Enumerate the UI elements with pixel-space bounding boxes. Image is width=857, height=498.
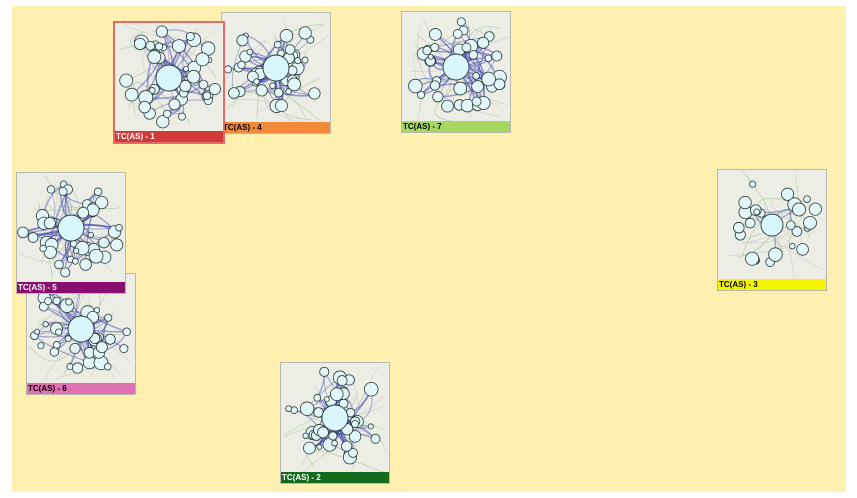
graph-card-label: TC(AS) - 1 (115, 131, 223, 142)
graph-card-label: TC(AS) - 5 (17, 282, 125, 293)
network-graph-thumbnail (402, 12, 510, 122)
network-graph-drawing (17, 173, 125, 283)
network-graph-drawing (115, 23, 223, 133)
network-graph-thumbnail (17, 173, 125, 283)
graph-card-label: TC(AS) - 4 (222, 122, 330, 133)
network-graph-drawing (402, 12, 510, 122)
network-graph-thumbnail (115, 23, 223, 133)
network-graph-drawing (718, 170, 826, 280)
graph-card-tc-as-2[interactable]: TC(AS) - 2 (280, 362, 390, 484)
network-graph-drawing (281, 363, 389, 473)
graph-card-tc-as-4[interactable]: TC(AS) - 4 (221, 12, 331, 134)
network-graph-drawing (222, 13, 330, 123)
graph-card-tc-as-3[interactable]: TC(AS) - 3 (717, 169, 827, 291)
network-graph-thumbnail (222, 13, 330, 123)
workspace-canvas[interactable]: TC(AS) - 6 TC(AS) - 5 TC(AS) - 4 TC(AS) … (12, 6, 846, 492)
graph-card-label: TC(AS) - 7 (402, 121, 510, 132)
graph-card-tc-as-7[interactable]: TC(AS) - 7 (401, 11, 511, 133)
graph-card-label: TC(AS) - 2 (281, 472, 389, 483)
graph-card-tc-as-1[interactable]: TC(AS) - 1 (113, 21, 225, 144)
network-graph-thumbnail (281, 363, 389, 473)
graph-card-label: TC(AS) - 6 (27, 383, 135, 394)
graph-card-label: TC(AS) - 3 (718, 279, 826, 290)
network-graph-thumbnail (718, 170, 826, 280)
graph-card-tc-as-5[interactable]: TC(AS) - 5 (16, 172, 126, 294)
